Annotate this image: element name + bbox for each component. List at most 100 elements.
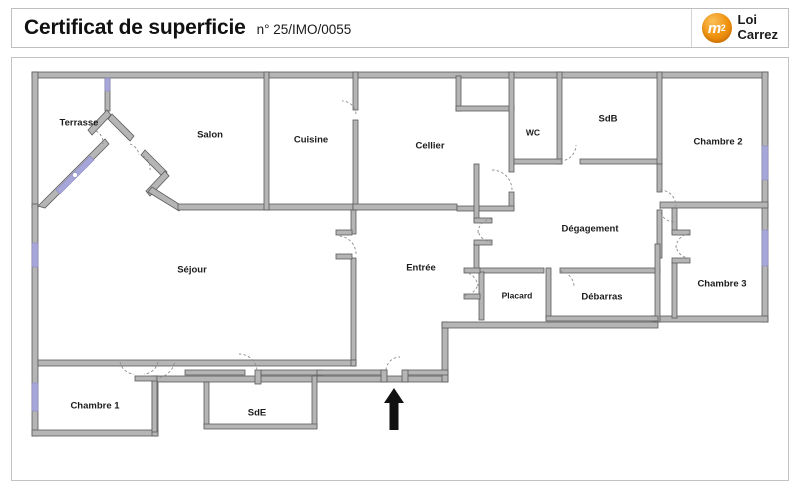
title-block: Certificat de superficie n° 25/IMO/0055 bbox=[12, 16, 691, 40]
wall-sejour-entree-jamb-top bbox=[335, 229, 353, 236]
wall-sde-top-right bbox=[260, 369, 324, 376]
wall-chambre1-bottom bbox=[31, 429, 159, 437]
logo-line-1: Loi bbox=[737, 12, 758, 28]
door-swing-chambre2 bbox=[659, 207, 675, 223]
wall-corridor-top-far bbox=[403, 369, 449, 376]
room-label-salon: Salon bbox=[197, 130, 223, 141]
window-left-chambre1 bbox=[31, 382, 39, 412]
wall-cuisine-cellier bbox=[352, 71, 359, 111]
room-label-chambre1: Chambre 1 bbox=[70, 401, 120, 412]
room-label-chambre3: Chambre 3 bbox=[697, 279, 746, 290]
wall-sejour-bottom bbox=[37, 359, 357, 367]
wall-entrance-jamb-left bbox=[380, 369, 388, 383]
wall-wc-sdb bbox=[556, 71, 563, 165]
wall-sde-top-left bbox=[184, 369, 246, 376]
wall-exterior-right bbox=[761, 71, 769, 323]
windows-layer bbox=[31, 77, 769, 412]
wall-sde-jamb bbox=[254, 369, 262, 385]
wall-cellier-wc bbox=[508, 71, 515, 173]
entrance-arrow bbox=[384, 388, 404, 430]
wall-exterior-left-upper bbox=[31, 71, 39, 209]
window-top-terrasse bbox=[104, 77, 111, 92]
wall-degagement-chambre2 bbox=[656, 163, 663, 193]
wall-entrance-jamb-right bbox=[401, 369, 409, 383]
wall-sejour-top-diagonal bbox=[147, 186, 183, 212]
wall-corridor-bottom-right-h bbox=[441, 321, 659, 329]
door-swing-cellier-entree bbox=[337, 235, 357, 255]
room-label-sdb: SdB bbox=[599, 114, 618, 125]
wall-terrasse-salon-angled bbox=[87, 109, 112, 136]
room-label-sde: SdE bbox=[248, 408, 266, 419]
wall-chambre3-jamb-top bbox=[671, 229, 691, 236]
wall-wc-bottom bbox=[513, 158, 563, 165]
door-swing-terrasse-right bbox=[129, 143, 140, 156]
door-swing-terrasse-left bbox=[95, 130, 104, 145]
room-label-cellier: Cellier bbox=[415, 141, 444, 152]
wall-sdb-bottom bbox=[579, 158, 662, 165]
door-swing-chambre3-top bbox=[675, 233, 691, 249]
wall-chambre3-jamb-bottom bbox=[671, 257, 691, 264]
m2-letter: m bbox=[707, 19, 721, 37]
floor-plan-frame: Terrasse Salon Cuisine Cellier WC SdB Ch… bbox=[11, 57, 789, 481]
door-swings-layer bbox=[95, 100, 691, 379]
door-swing-entrance bbox=[385, 356, 401, 371]
wall-degagement-jamb-bottom bbox=[473, 239, 493, 246]
wall-chambre2-bottom bbox=[659, 201, 769, 209]
door-swing-sdb-degagement bbox=[659, 189, 677, 207]
door-swing-wc bbox=[559, 144, 577, 162]
room-label-cuisine: Cuisine bbox=[294, 135, 328, 146]
door-swing-debarras bbox=[559, 270, 575, 287]
wall-chambre3-left-lower bbox=[671, 261, 678, 319]
wall-placard-jamb-top bbox=[463, 267, 481, 274]
room-label-sejour: Séjour bbox=[177, 265, 207, 276]
wall-chambre3-bottom bbox=[651, 315, 769, 323]
room-label-chambre2: Chambre 2 bbox=[693, 137, 742, 148]
door-swing-degagement-entree-top bbox=[477, 218, 493, 234]
wall-chambre1-right-jamb bbox=[134, 375, 158, 382]
door-swing-chambre3-bottom bbox=[675, 245, 691, 259]
wall-entree-degagement bbox=[473, 163, 480, 223]
door-swing-salon-mid bbox=[142, 155, 151, 171]
wall-sdb-chambre2 bbox=[656, 71, 663, 165]
window-right-chambre2 bbox=[761, 145, 769, 181]
door-swing-placard-top bbox=[463, 271, 479, 287]
door-swing-cellier-wc bbox=[491, 169, 513, 191]
wall-wc-bottom-stub bbox=[456, 205, 515, 212]
room-label-debarras: Débarras bbox=[581, 292, 622, 303]
door-swing-placard-bottom bbox=[463, 283, 479, 297]
wall-debarras-top bbox=[478, 267, 545, 274]
wall-corridor-top-right bbox=[316, 369, 388, 376]
wall-salon-angled-1 bbox=[107, 113, 135, 142]
wall-salon-cuisine bbox=[263, 71, 270, 211]
wall-sde-right bbox=[311, 375, 318, 429]
wall-degagement-jamb-top bbox=[473, 217, 493, 224]
room-label-entree: Entrée bbox=[406, 263, 436, 274]
wall-cuisine-cellier-lower bbox=[352, 119, 359, 211]
logo-text: Loi Carrez bbox=[738, 13, 778, 42]
logo-line-2: Carrez bbox=[737, 27, 778, 42]
wall-sejour-entree-lower bbox=[350, 257, 357, 367]
door-swing-sejour-chambre1-right bbox=[143, 361, 159, 375]
wall-cellier-bottom bbox=[352, 203, 458, 211]
wall-debarras-top-2 bbox=[559, 267, 661, 274]
wall-chambre1-right bbox=[151, 375, 158, 433]
walls-layer bbox=[31, 71, 769, 437]
m2-exponent: 2 bbox=[720, 22, 726, 33]
wall-sde-bottom bbox=[203, 423, 318, 430]
wall-sejour-entree-upper bbox=[350, 209, 357, 235]
wall-debarras-bottom bbox=[545, 315, 659, 322]
window-right-chambre3 bbox=[761, 229, 769, 267]
window-left-sejour-1 bbox=[31, 242, 39, 268]
page-title: Certificat de superficie bbox=[24, 16, 246, 39]
room-labels-layer: Terrasse Salon Cuisine Cellier WC SdB Ch… bbox=[60, 114, 747, 419]
wall-placard-right bbox=[545, 267, 552, 321]
door-swing-chambre1-corridor bbox=[154, 359, 176, 379]
room-label-wc: WC bbox=[526, 127, 540, 137]
door-swing-sejour-chambre1-left bbox=[119, 361, 135, 375]
door-swing-sde bbox=[238, 353, 258, 371]
document-header: Certificat de superficie n° 25/IMO/0055 … bbox=[11, 8, 789, 48]
